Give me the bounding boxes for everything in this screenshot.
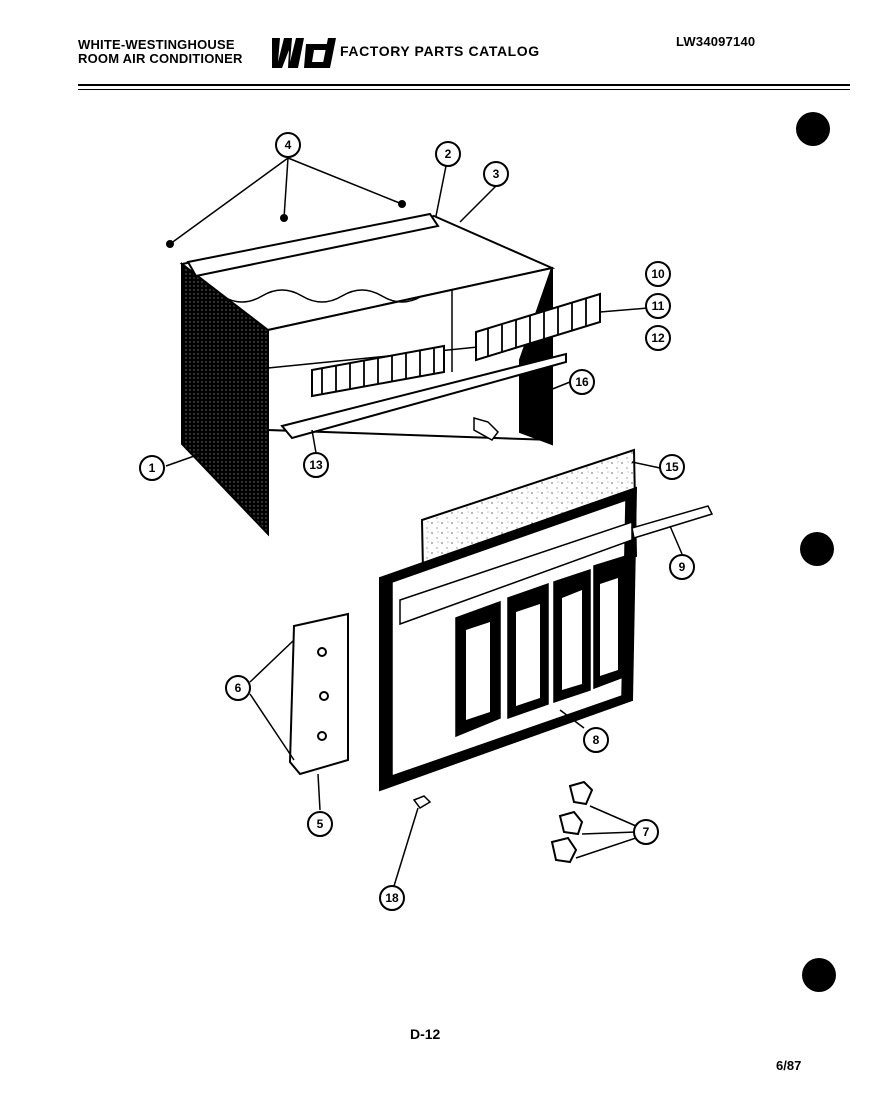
callout-11: 11 [645, 293, 671, 319]
control-knob [550, 836, 578, 864]
control-knob [568, 780, 594, 806]
control-knob [558, 810, 584, 836]
rail-bracket [473, 417, 499, 441]
callout-7: 7 [633, 819, 659, 845]
binder-hole-middle [800, 532, 834, 566]
callout-2: 2 [435, 141, 461, 167]
callout-10: 10 [645, 261, 671, 287]
callout-12: 12 [645, 325, 671, 351]
brand-title: WHITE-WESTINGHOUSE ROOM AIR CONDITIONER [78, 38, 278, 66]
model-number: LW34097140 [676, 34, 756, 49]
clip [412, 795, 432, 809]
callout-15: 15 [659, 454, 685, 480]
callout-4: 4 [275, 132, 301, 158]
callout-5: 5 [307, 811, 333, 837]
catalog-title: FACTORY PARTS CATALOG [340, 43, 540, 59]
wci-logo [272, 38, 336, 68]
insulation-wave [221, 289, 423, 303]
catalog-date: 6/87 [776, 1058, 802, 1073]
front-panel-top-bar [399, 520, 633, 626]
callout-16: 16 [569, 369, 595, 395]
callout-18: 18 [379, 885, 405, 911]
callout-8: 8 [583, 727, 609, 753]
callout-1: 1 [139, 455, 165, 481]
header-rule [78, 84, 850, 86]
bottom-rail [280, 352, 567, 440]
side-bracket [288, 612, 349, 776]
callout-13: 13 [303, 452, 329, 478]
page-identifier: D-12 [410, 1026, 441, 1042]
louver-grill-right [475, 292, 601, 362]
callout-9: 9 [669, 554, 695, 580]
binder-hole-bottom [802, 958, 836, 992]
binder-hole-top [796, 112, 830, 146]
brand-line-2: ROOM AIR CONDITIONER [78, 51, 243, 66]
brand-line-1: WHITE-WESTINGHOUSE [78, 37, 235, 52]
callout-6: 6 [225, 675, 251, 701]
slide-rod [631, 505, 714, 539]
header-rule-thin [78, 89, 850, 90]
cabinet-top-rail [186, 212, 440, 278]
callout-3: 3 [483, 161, 509, 187]
